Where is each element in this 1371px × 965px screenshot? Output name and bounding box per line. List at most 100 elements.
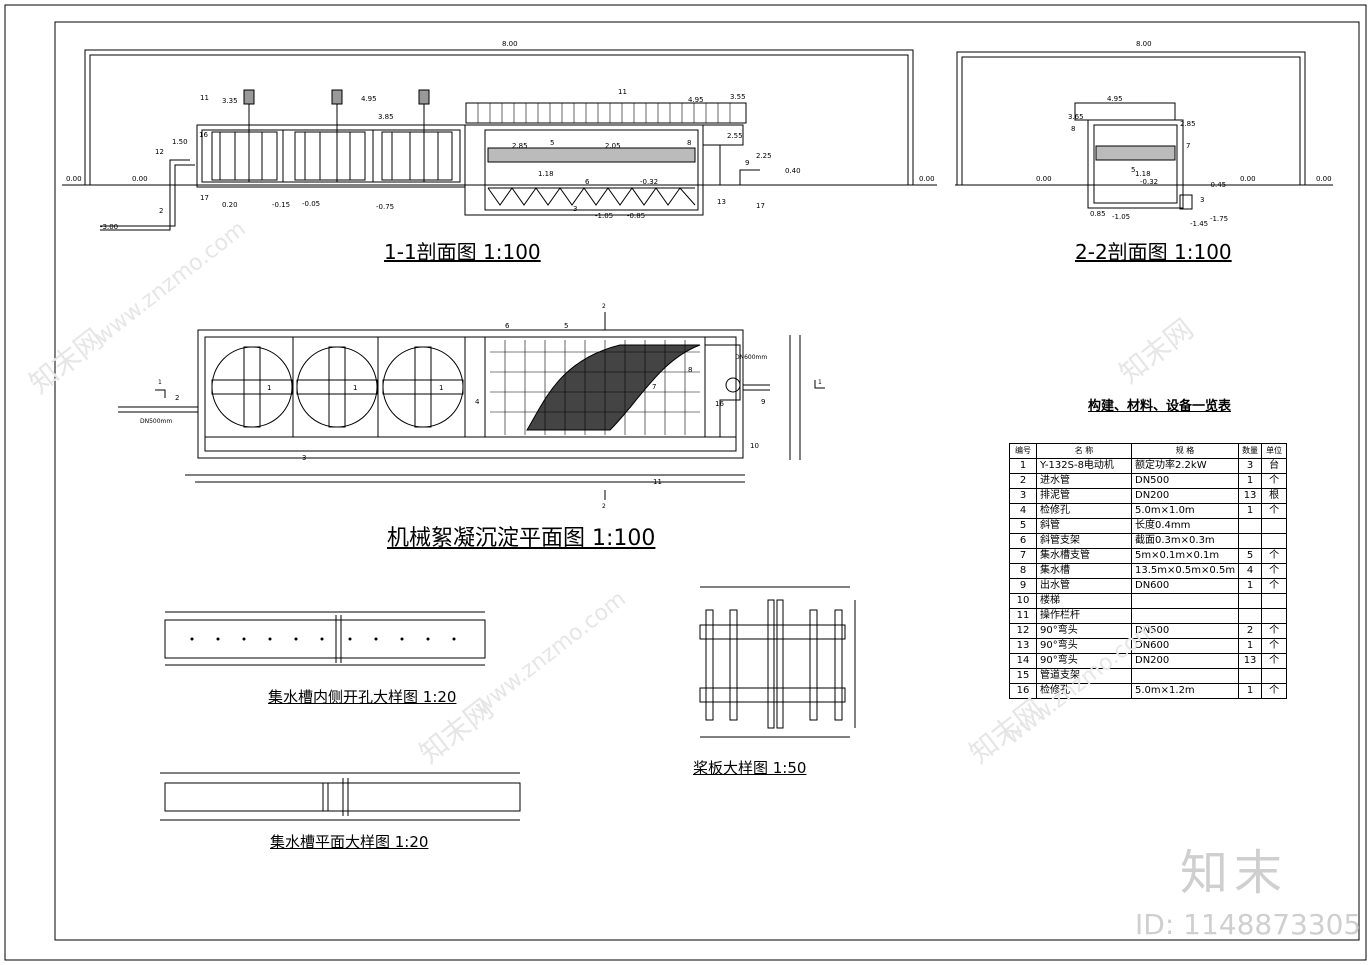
th-no: 编号 <box>1009 443 1037 459</box>
outer-border <box>4 4 1367 961</box>
cell-name: 斜管支架 <box>1036 533 1132 549</box>
cell-spec: 长度0.4mm <box>1130 518 1240 534</box>
th-name: 名 称 <box>1036 443 1132 459</box>
cell-no: 10 <box>1009 593 1037 609</box>
elev-n105-b: -1.05 <box>1112 213 1131 221</box>
cell-qty: 13 <box>1238 653 1263 669</box>
callout-7: 7 <box>1186 142 1191 150</box>
elev-n015: -0.15 <box>272 201 291 209</box>
callout-16b: 16 <box>715 400 724 408</box>
cell-name: 进水管 <box>1036 473 1132 489</box>
elev-495-a: 4.95 <box>361 95 377 103</box>
cell-unit: 个 <box>1261 548 1288 564</box>
cell-spec: 截面0.3m×0.3m <box>1130 533 1240 549</box>
elev-255: 2.55 <box>727 132 743 140</box>
cell-no: 2 <box>1009 473 1037 489</box>
cell-unit: 个 <box>1261 578 1288 594</box>
elev-ground-f: 0.00 <box>1316 175 1332 183</box>
callout-7b: 7 <box>652 383 657 391</box>
elev-n075: -0.75 <box>376 203 395 211</box>
callout-3c: 3 <box>302 454 307 462</box>
cell-no: 16 <box>1009 683 1037 699</box>
callout-2: 2 <box>159 207 164 215</box>
cell-name: 检修孔 <box>1036 503 1132 519</box>
callout-12: 12 <box>155 148 164 156</box>
title-section-2-2: 2-2剖面图 1:100 <box>1075 240 1232 264</box>
callout-9b: 9 <box>761 398 766 406</box>
cell-qty <box>1238 518 1263 534</box>
elev-040: 0.40 <box>785 167 801 175</box>
elev-495-c: 4.95 <box>1107 95 1123 103</box>
th-spec: 规 格 <box>1130 443 1240 459</box>
callout-5: 5 <box>550 139 555 147</box>
cell-name: 楼梯 <box>1036 593 1132 609</box>
title-detail-hole: 集水槽内侧开孔大样图 1:20 <box>268 688 457 706</box>
section-mark-1-left: 1 <box>158 379 162 386</box>
cell-spec: DN600 <box>1130 578 1240 594</box>
cell-qty: 1 <box>1238 578 1263 594</box>
cell-qty: 4 <box>1238 563 1263 579</box>
cell-qty: 1 <box>1238 473 1263 489</box>
callout-11b: 11 <box>618 88 627 96</box>
cell-name: 90°弯头 <box>1036 623 1132 639</box>
cell-spec: DN200 <box>1130 653 1240 669</box>
cell-name: 集水槽支管 <box>1036 548 1132 564</box>
callout-1a: 1 <box>267 384 272 392</box>
cell-qty: 2 <box>1238 623 1263 639</box>
elev-020: 0.20 <box>222 201 238 209</box>
label-dn600: DN600mm <box>735 354 768 361</box>
elev-085: 0.85 <box>1090 210 1106 218</box>
callout-2b: 2 <box>175 394 180 402</box>
elev-n045: -0.45 <box>1208 181 1227 189</box>
cell-unit: 个 <box>1261 638 1288 654</box>
cell-unit: 台 <box>1261 458 1288 474</box>
elev-roof-a: 8.00 <box>502 40 518 48</box>
section-2-2 <box>955 51 1333 210</box>
callout-6b: 6 <box>505 322 510 330</box>
callout-9: 9 <box>745 159 750 167</box>
title-plan: 机械絮凝沉淀平面图 1:100 <box>387 526 656 551</box>
cell-no: 13 <box>1009 638 1037 654</box>
inner-border <box>54 21 1360 941</box>
table-header-row: 编号 名 称 规 格 数量 单位 <box>1009 443 1288 459</box>
cell-unit: 个 <box>1261 623 1288 639</box>
detail-hole <box>164 611 486 666</box>
elev-205: 2.05 <box>605 142 621 150</box>
elev-n145: -1.45 <box>1190 220 1209 228</box>
cell-unit <box>1261 533 1288 549</box>
elev-n085: -0.85 <box>627 212 646 220</box>
cell-unit <box>1261 593 1288 609</box>
callout-5c: 5 <box>564 322 569 330</box>
cell-unit: 个 <box>1261 683 1288 699</box>
callout-11c: 11 <box>653 478 662 486</box>
detail-paddle <box>699 586 856 738</box>
elev-n032: -0.32 <box>640 178 659 186</box>
elev-495-b: 4.95 <box>688 96 704 104</box>
callout-17b: 17 <box>756 202 765 210</box>
elev-roof-b: 8.00 <box>1136 40 1152 48</box>
cell-no: 7 <box>1009 548 1037 564</box>
cell-unit: 个 <box>1261 503 1288 519</box>
cell-no: 15 <box>1009 668 1037 684</box>
cell-spec: 5.0m×1.0m <box>1130 503 1240 519</box>
elev-355: 3.55 <box>730 93 746 101</box>
cell-no: 11 <box>1009 608 1037 624</box>
cell-unit <box>1261 608 1288 624</box>
elev-ground-d: 0.00 <box>1036 175 1052 183</box>
cell-spec <box>1130 668 1240 684</box>
cell-qty <box>1238 668 1263 684</box>
cell-unit: 根 <box>1261 488 1288 504</box>
cell-qty <box>1238 608 1263 624</box>
elev-118: 1.18 <box>538 170 554 178</box>
elev-n005: -0.05 <box>302 200 321 208</box>
cell-spec: 5m×0.1m×0.1m <box>1130 548 1240 564</box>
